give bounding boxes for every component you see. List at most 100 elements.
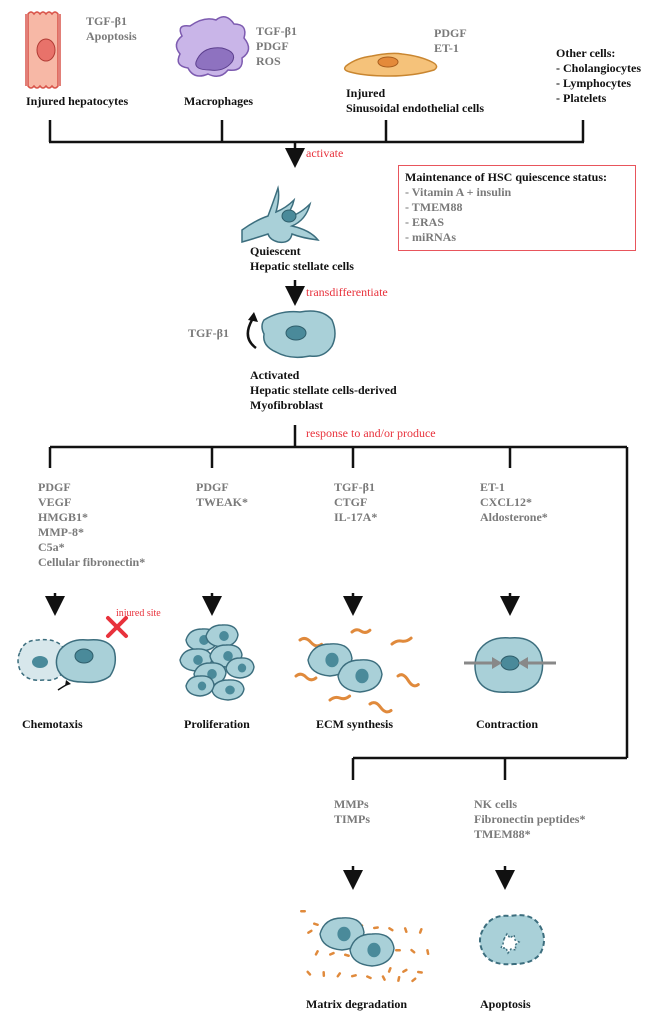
transdifferentiate-label: transdifferentiate [306,285,388,299]
endothelial-factors: PDGF ET-1 [434,26,467,56]
nucleus [219,631,229,641]
matrix-fragment [403,927,408,933]
proliferation-factors: PDGF TWEAK* [196,480,248,510]
ecm-fiber [350,628,372,634]
matrix-fragment [307,929,313,934]
response-label: response to and/or produce [306,426,436,440]
ecm-fiber [298,636,324,648]
matrix-fragment [416,970,423,974]
list-item: - miRNAs [405,230,456,244]
matrix-fragment [388,927,394,932]
matrix-fragment [402,968,408,973]
factor: NK cells [474,797,517,811]
matrix-fragment [350,974,357,978]
quiescent-hsc-icon [241,185,320,244]
factor: TMEM88* [474,827,531,841]
list-item: - Platelets [556,91,607,105]
factor: Fibronectin peptides* [474,812,586,826]
outcome-apoptosis: Apoptosis [480,997,531,1011]
nucleus [207,669,217,679]
outcome-contraction: Contraction [476,717,538,731]
activated-label: Activated Hepatic stellate cells-derived… [250,368,397,413]
factor: CTGF [334,495,368,509]
label-line: Injured [346,86,386,100]
list-item: - Vitamin A + insulin [405,185,512,199]
factor: IL-17A* [334,510,378,524]
matrix-fragment [322,971,326,978]
outcome-proliferation: Proliferation [184,717,250,731]
factor: TGF-β1 [334,480,375,494]
label-line: Hepatic stellate cells [250,259,354,273]
hsc-quiescence-box: Maintenance of HSC quiescence status: - … [398,165,636,251]
factor: MMPs [334,797,369,811]
contraction-factors: ET-1 CXCL12* Aldosterone* [480,480,548,525]
endothelial-cell-icon [343,52,438,77]
factor: MMP-8* [38,525,84,539]
outcome-chemotaxis: Chemotaxis [22,717,83,731]
nucleus [197,681,207,691]
chemotaxis-factors: PDGF VEGF HMGB1* MMP-8* C5a* Cellular fi… [38,480,145,570]
ecm-fiber [328,694,352,702]
matrix-fragment [381,975,386,981]
factor: HMGB1* [38,510,88,524]
autocrine-factor: TGF-β1 [188,326,229,340]
matrix-fragment [343,953,350,957]
label-line: Quiescent [250,244,301,258]
hsc-box-title: Maintenance of HSC quiescence status: [405,170,607,184]
list-item: - TMEM88 [405,200,463,214]
ecm-fiber [368,701,393,714]
matrix-fragment [411,977,417,983]
list-item: - ERAS [405,215,445,229]
ecm-fiber [390,636,413,646]
matrix-degradation-icon [300,910,430,983]
label-line: Activated [250,368,300,382]
injured-site-label: injured site [116,608,161,619]
proliferation-icon [179,624,255,701]
matrix-fragment [300,910,306,913]
matrix-fragment [410,948,416,954]
factor: C5a* [38,540,65,554]
ecm-fiber [396,673,420,688]
degradation-factors: MMPs TIMPs [334,797,370,827]
matrix-fragment [312,922,319,927]
list-item: - Cholangiocytes [556,61,641,75]
matrix-fragment [366,975,372,980]
matrix-fragment [387,967,392,973]
factor: PDGF [256,39,289,53]
matrix-fragment [426,949,430,956]
matrix-fragment [329,951,335,956]
matrix-fragment [314,950,319,956]
quiescent-label: Quiescent Hepatic stellate cells [250,244,354,274]
nucleus [337,926,351,942]
nucleus [237,663,247,673]
factor: Cellular fibronectin* [38,555,146,569]
factor: PDGF [434,26,467,40]
nucleus [193,655,203,665]
apoptosis-factors: NK cells Fibronectin peptides* TMEM88* [474,797,585,842]
factor: ET-1 [480,480,505,494]
other-cells-list: Other cells: - Cholangiocytes - Lymphocy… [556,46,641,106]
hepatocyte-icon [25,11,61,89]
nucleus [223,651,233,661]
other-cells-title: Other cells: [556,46,616,60]
nucleus [325,652,339,668]
factor: PDGF [38,480,71,494]
ecm-fiber [294,672,318,682]
matrix-fragment [306,970,312,976]
factor: ROS [256,54,281,68]
endothelial-label: Injured Sinusoidal endothelial cells [346,86,484,116]
matrix-fragment [336,972,342,978]
activate-label: activate [306,146,344,160]
chemotaxis-icon [17,616,128,691]
matrix-fragment [372,926,379,930]
matrix-fragment [397,975,401,982]
outcome-matrix-degradation: Matrix degradation [306,997,407,1011]
ecm-synthesis-icon [294,628,420,714]
hepatocyte-factors: TGF-β1 Apoptosis [86,14,137,44]
hepatocyte-label: Injured hepatocytes [26,94,129,108]
matrix-fragment [394,948,401,952]
factor: Aldosterone* [480,510,548,524]
factor: ET-1 [434,41,459,55]
